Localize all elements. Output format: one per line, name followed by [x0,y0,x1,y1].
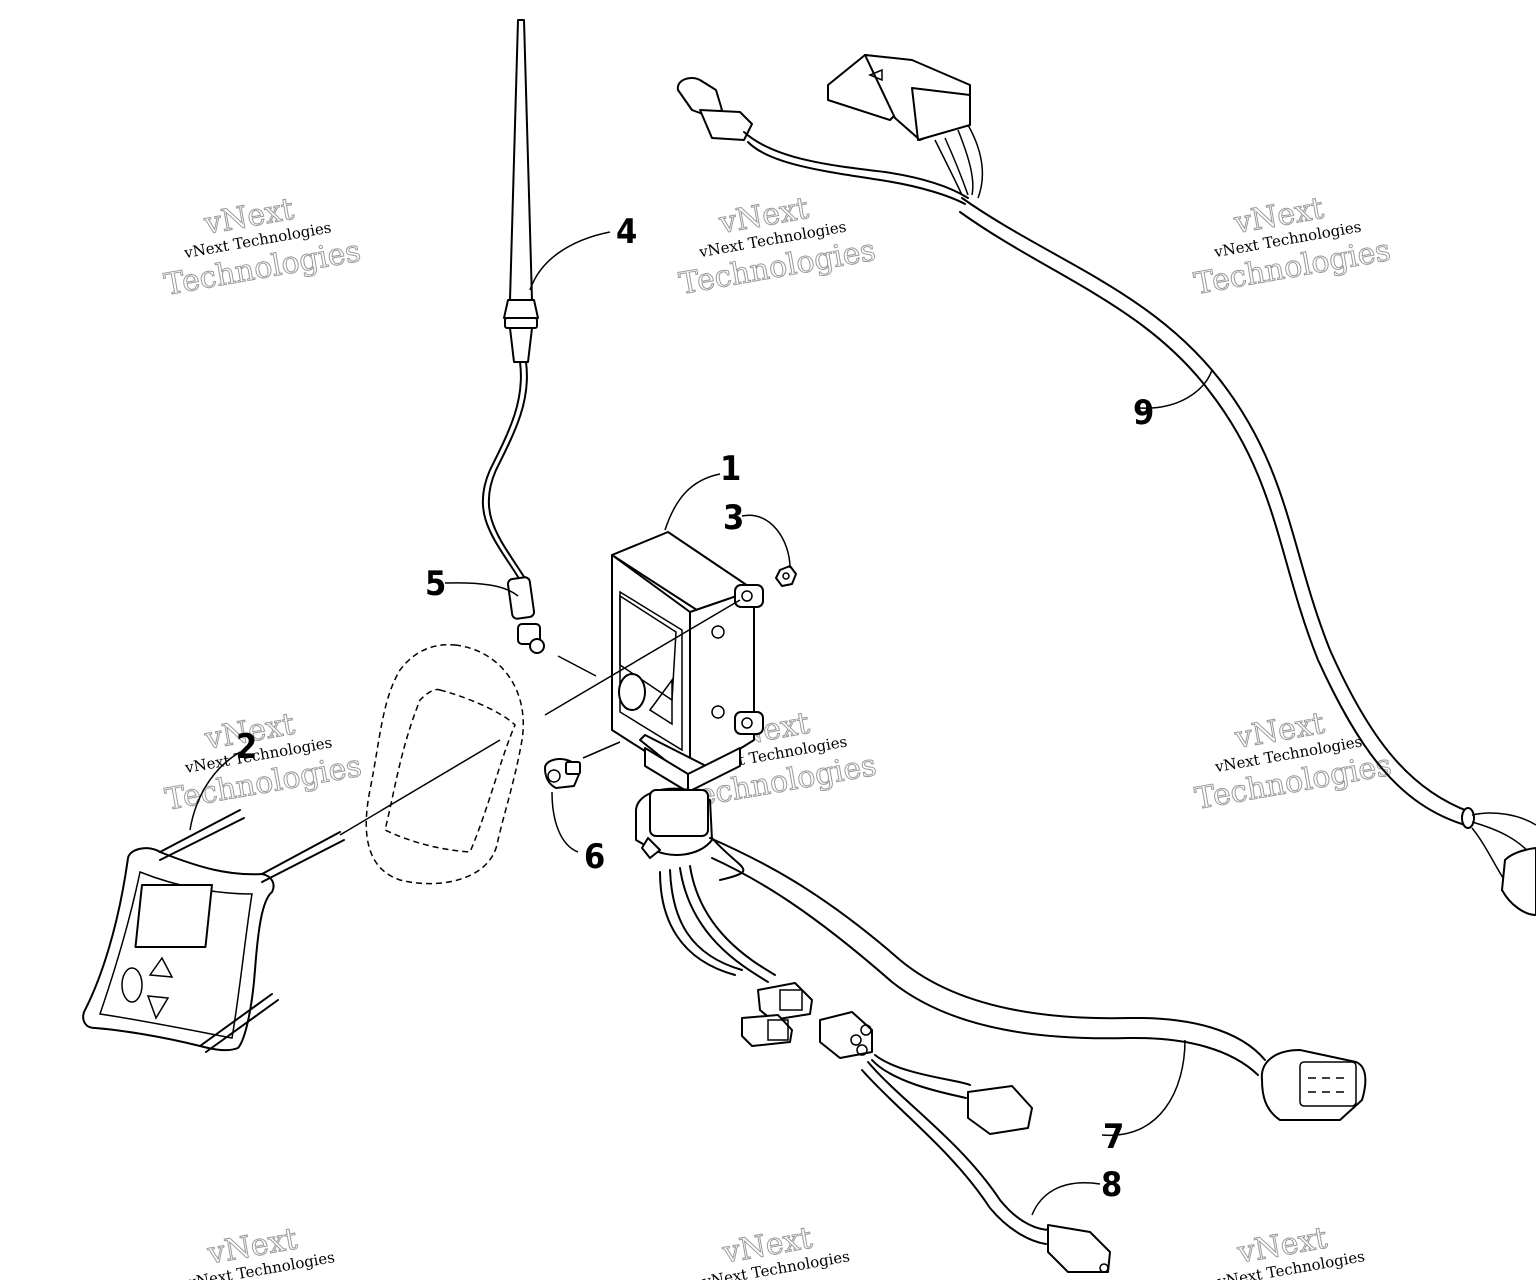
callout-4: 4 [616,212,637,252]
callout-1: 1 [720,449,741,489]
callout-8: 8 [1101,1165,1122,1205]
antenna-part-4 [481,19,539,581]
mounting-lines [339,599,741,836]
callout-9: 9 [1133,393,1154,433]
callout-5: 5 [425,564,446,604]
harness-part-7 [634,787,1367,1121]
harness-part-8 [659,865,1111,1273]
harness-part-9 [676,54,1536,916]
gasket-outline [365,643,524,885]
watermark-top-right: vNext vNext Technologies Technologies [1191,190,1394,302]
module-part-1 [611,531,764,793]
callout-3: 3 [723,498,744,538]
clip-part-6 [544,758,581,789]
watermark-bottom-left: vNext vNext Technologies [185,1221,336,1280]
watermark-top-center: vNext vNext Technologies Technologies [676,190,879,302]
watermark-mid-left: vNext vNext Technologies Technologies [162,706,365,818]
leader-lines [189,231,1213,1216]
watermark-bottom-right: vNext vNext Technologies [1215,1220,1366,1280]
connector-part-5 [506,576,545,654]
callout-2: 2 [236,727,257,767]
watermark-bottom-center: vNext vNext Technologies [700,1220,851,1280]
watermark-top-left: vNext vNext Technologies Technologies [161,191,364,303]
display-part-2 [82,809,345,1053]
nut-part-3 [775,565,797,587]
callout-7: 7 [1103,1117,1124,1157]
callout-6: 6 [584,837,605,877]
